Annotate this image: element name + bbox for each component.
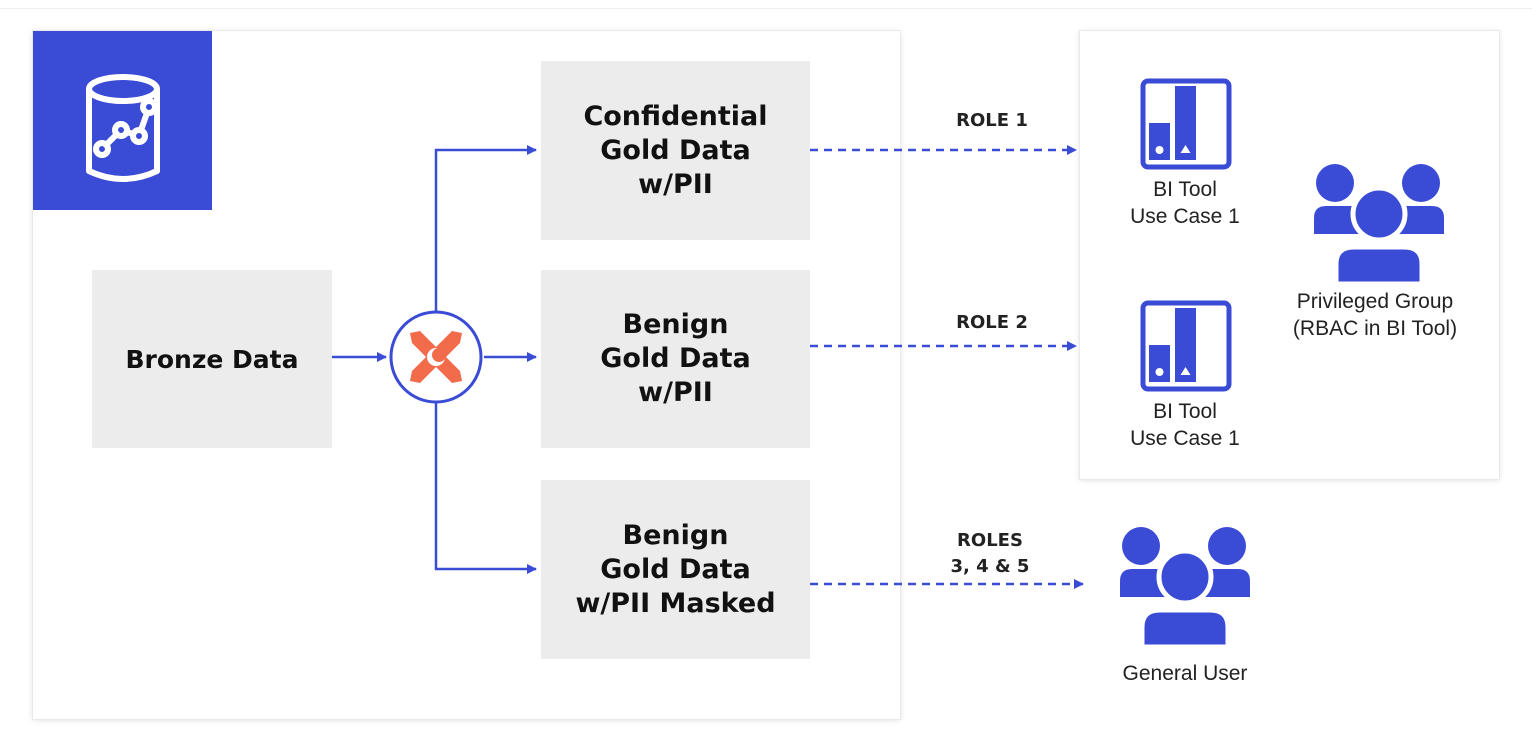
bronze-data-label: Bronze Data: [125, 344, 299, 374]
gold-box-line: Confidential: [583, 100, 768, 132]
gold-box-line: w/PII Masked: [575, 587, 776, 619]
bar-chart-icon: [1140, 300, 1232, 392]
bi-tool-line1: BI Tool: [1153, 178, 1217, 201]
general-user-caption: General User: [1095, 660, 1275, 687]
top-divider: [0, 8, 1532, 9]
bar-chart-icon: [1140, 78, 1232, 170]
privileged-group-line2: (RBAC in BI Tool): [1292, 317, 1458, 340]
role1-label: ROLE 1: [956, 110, 1028, 131]
confidential-gold-box: Confidential Gold Data w/PII: [541, 61, 810, 240]
branch-up-line: [434, 145, 537, 312]
database-analytics-icon: [86, 74, 160, 182]
branch-down-line: [434, 402, 537, 574]
dbt-logo-icon: [389, 310, 483, 404]
role345-line1: ROLES: [957, 530, 1023, 551]
gold-box-line: Gold Data: [600, 553, 751, 585]
gold-box-line: w/PII: [638, 377, 713, 408]
user-group-icon: [1120, 527, 1250, 649]
bi-tool-caption-1: BI Tool Use Case 1: [1105, 176, 1265, 230]
bi-tool-caption-2: BI Tool Use Case 1: [1105, 398, 1265, 452]
gold-box-line: Benign: [622, 309, 729, 340]
database-badge: [33, 31, 212, 210]
benign-masked-gold-box: Benign Gold Data w/PII Masked: [541, 480, 810, 659]
bi-tool-line2: Use Case 1: [1130, 427, 1240, 450]
bi-tool-line2: Use Case 1: [1130, 205, 1240, 228]
gold-box-line: Gold Data: [600, 343, 751, 374]
role345-label: ROLES 3, 4 & 5: [930, 528, 1050, 580]
gold-box-line: Gold Data: [600, 134, 751, 166]
privileged-panel: [1080, 31, 1499, 479]
privileged-group-line1: Privileged Group: [1296, 290, 1454, 313]
user-group-icon: [1314, 164, 1444, 286]
bi-tool-line1: BI Tool: [1153, 400, 1217, 423]
privileged-group-caption: Privileged Group (RBAC in BI Tool): [1280, 288, 1470, 342]
bronze-data-box: Bronze Data: [92, 270, 332, 448]
role2-label: ROLE 2: [956, 312, 1028, 333]
gold-box-line: Benign: [622, 519, 729, 551]
gold-box-line: w/PII: [638, 168, 713, 200]
role345-line2: 3, 4 & 5: [950, 556, 1030, 577]
general-user-label: General User: [1122, 662, 1248, 685]
benign-gold-box: Benign Gold Data w/PII: [541, 270, 810, 448]
